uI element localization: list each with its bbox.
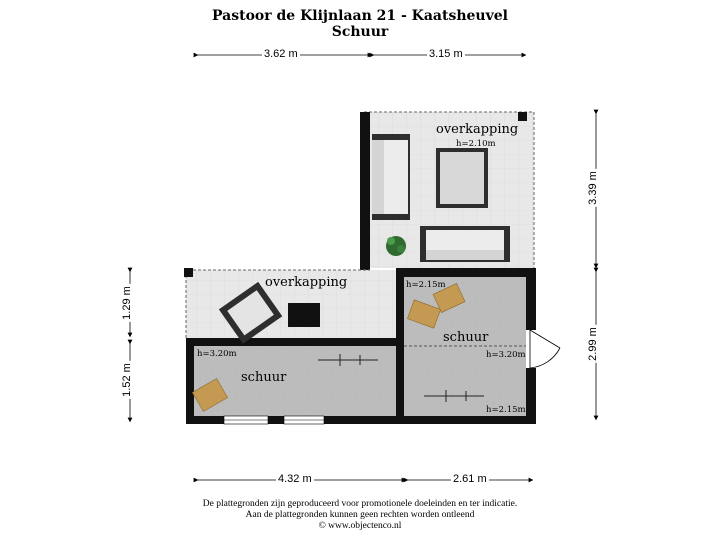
dimension-top-left: 3.62 m — [262, 48, 300, 60]
dimension-right-lower: 2.99 m — [586, 325, 599, 363]
footer-rights: Aan de plattegronden kunnen geen rechten… — [245, 510, 475, 520]
bicycle-left — [318, 354, 378, 366]
lounge-table — [436, 148, 488, 208]
schuur-left-floor — [194, 346, 396, 416]
footer-copyright: © www.objectenco.nl — [318, 521, 402, 531]
dimension-top-right: 3.15 m — [427, 48, 465, 60]
dimension-left-upper: 1.29 m — [120, 284, 133, 322]
sofa-vertical — [372, 134, 410, 220]
sofa-horizontal — [420, 226, 510, 262]
room-label-schuur-right: schuur — [443, 330, 489, 345]
bicycle-right — [424, 390, 484, 402]
boxes-right — [407, 283, 466, 329]
room-label-overkapping-left: overkapping — [265, 275, 347, 290]
height-label-schuur-right-top: h=2.15m — [406, 280, 446, 290]
height-label-schuur-left: h=3.20m — [197, 349, 237, 359]
side-table — [288, 303, 320, 327]
plan-subtitle: Schuur — [331, 24, 389, 40]
schuur-right-floor — [404, 277, 526, 416]
boxes-left — [191, 378, 229, 412]
footer-disclaimer: De plattegronden zijn geproduceerd voor … — [202, 499, 518, 509]
dimension-bottom-left: 4.32 m — [276, 473, 314, 485]
height-label-schuur-right-bottom: h=2.15m — [486, 405, 526, 415]
room-label-schuur-left: schuur — [241, 370, 287, 385]
plan-title: Pastoor de Klijnlaan 21 - Kaatsheuvel — [212, 8, 508, 24]
side-door — [526, 330, 536, 368]
height-label-overkapping-top: h=2.10m — [456, 139, 496, 149]
room-label-overkapping-top: overkapping — [436, 122, 518, 137]
dimension-right-upper: 3.39 m — [586, 169, 599, 207]
dimension-bottom-right: 2.61 m — [451, 473, 489, 485]
armchair — [218, 281, 283, 344]
plant — [386, 236, 406, 256]
height-label-schuur-right-mid: h=3.20m — [486, 350, 526, 360]
dimension-left-lower: 1.52 m — [120, 361, 133, 399]
